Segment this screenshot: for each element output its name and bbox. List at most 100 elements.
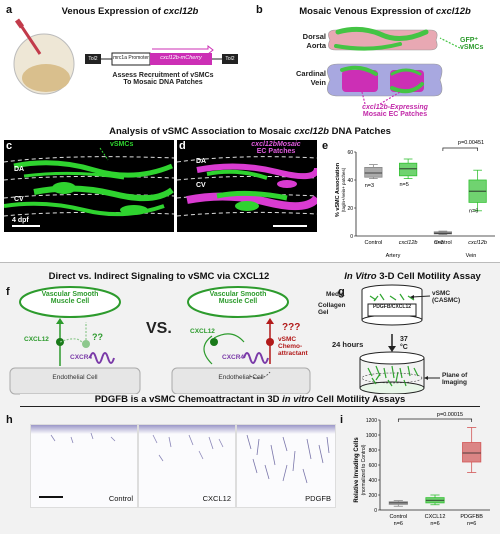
panel-label-a: a — [6, 4, 13, 16]
e-y-tick-label: 60 — [347, 150, 353, 156]
e-n-label-3: n=6 — [469, 208, 478, 214]
i-box-2 — [462, 442, 482, 463]
f-cxcr4-left: CXCR4 — [70, 354, 93, 361]
g-vsmc-label: vSMC(CASMC) — [432, 290, 461, 304]
f-question: ??? — [282, 322, 301, 333]
f-endothelial-left: Endothelial Cell — [52, 374, 98, 381]
i-y-tick-label: 600 — [369, 463, 378, 469]
e-box-0 — [364, 167, 383, 178]
panel-label-b: b — [256, 4, 263, 16]
i-group-label-0: Control — [389, 514, 407, 520]
panel-label-e: e — [322, 140, 329, 152]
f-vs-text: VS. — [146, 320, 172, 337]
i-y-tick-label: 200 — [369, 493, 378, 499]
panel-b-title: Mosaic Venous Expression of cxcl12b — [299, 6, 471, 17]
panel-label-c: c — [6, 140, 13, 152]
e-n-label-0: n=3 — [365, 183, 374, 189]
i-y-tick-label: 400 — [369, 478, 378, 484]
e-group-label-2: Control — [434, 240, 452, 246]
panel-label-i: i — [340, 414, 344, 426]
c-da-label: DA — [14, 166, 25, 173]
e-group-label-1: cxcl12b — [399, 240, 418, 246]
f-unknown-left: ?? — [92, 332, 103, 342]
e-ylabel: % vSMC Association — [335, 162, 341, 217]
h-image-control: Control — [30, 424, 138, 508]
h-label-control: Control — [108, 494, 133, 503]
e-y-tick-label: 0 — [350, 234, 353, 240]
e-n-label-1: n=5 — [399, 182, 408, 188]
panel-label-g: g — [338, 286, 345, 298]
h-image-cxcl12: CXCL12 — [138, 424, 236, 508]
i-y-tick-label: 1000 — [366, 433, 377, 439]
f-cxcl12-left: CXCL12 — [24, 336, 49, 343]
i-y-tick-label: 1200 — [366, 418, 377, 424]
d-da-label: DA — [196, 158, 207, 165]
i-pvalue: p=0.00015 — [437, 412, 463, 418]
i-ylabel2: (normalized to Control) — [361, 444, 367, 495]
h-label-cxcl12: CXCL12 — [202, 494, 231, 503]
h-image-pdgfb: PDGFB — [236, 424, 336, 508]
construct-tol2-left: Tol2 — [88, 56, 98, 62]
i-group-label-1: CXCL12 — [425, 514, 446, 520]
h-label-pdgfb: PDGFB — [305, 494, 331, 503]
e-group-label-3: cxcl12b — [468, 240, 487, 246]
f-endothelial-right: Endothelial Cell — [218, 374, 264, 381]
construct-tol2-right: Tol2 — [225, 56, 235, 62]
f-cxcr4-right: CXCR4 — [222, 354, 245, 361]
i-group-label-2: PDGFBB — [460, 514, 483, 520]
construct-promoter: mrc1a Promoter — [113, 55, 149, 61]
e-n-label-2: n=3 — [434, 240, 443, 246]
panel-f-title: Direct vs. Indirect Signaling to vSMC vi… — [48, 271, 270, 282]
i-n-label-1: n=6 — [430, 521, 439, 527]
box-plot-e: % vSMC Association (tagln+/vein+ patches… — [335, 140, 495, 259]
f-cxcl12-right: CXCL12 — [190, 328, 215, 335]
e-group-label-0: Control — [365, 240, 383, 246]
d-cv-label: CV — [196, 182, 206, 189]
c-stage-label: 4 dpf — [12, 217, 29, 224]
panel-g-schematic — [359, 284, 440, 395]
construct-reporter: cxcl12b-mCherry — [160, 55, 202, 61]
e-pvalue: p=0.00451 — [458, 140, 484, 146]
g-well-label: PDGFB/CXCL12 — [372, 304, 412, 310]
e-ylabel2: (tagln+/vein+ patches) — [341, 167, 346, 212]
c-vsmc-label: vSMCs — [110, 141, 134, 148]
panel-g-title: In Vitro 3-D Cell Motility Assay — [344, 271, 481, 282]
e-group-vein: Vein — [466, 253, 477, 259]
i-y-tick-label: 800 — [369, 448, 378, 454]
panel-cde-title: Analysis of vSMC Association to Mosaic c… — [109, 126, 391, 137]
i-significance-bracket — [397, 418, 473, 422]
g-temp-label: 37°C — [400, 336, 408, 351]
i-ylabel: Relative Invading Cells — [354, 437, 360, 503]
panel-hi-title: PDGFB is a vSMC Chemoattractant in 3D in… — [20, 394, 480, 405]
panel-f-schematic — [9, 286, 311, 395]
hi-divider — [20, 406, 480, 407]
e-box-1 — [399, 162, 418, 177]
c-cv-label: CV — [14, 196, 24, 203]
micrograph-c — [4, 140, 174, 232]
panel-label-h: h — [6, 414, 13, 426]
label-gfp-vsmcs: GFP⁺vSMCs — [460, 37, 484, 51]
panel-b-schematic — [327, 26, 461, 105]
e-group-artery: Artery — [386, 253, 401, 259]
panel-a-schematic — [13, 18, 238, 95]
e-y-tick-label: 40 — [347, 178, 353, 184]
panel-a-title: Venous Expression of cxcl12b — [61, 6, 199, 17]
panel-label-f: f — [6, 286, 10, 298]
e-significance-bracket — [442, 147, 478, 151]
micrograph-d — [177, 140, 317, 232]
g-time-label: 24 hours — [332, 340, 364, 349]
box-plot-i: Relative Invading Cells (normalized to C… — [354, 412, 490, 527]
e-y-tick-label: 20 — [347, 206, 353, 212]
panel-label-d: d — [179, 140, 186, 152]
i-n-label-0: n=6 — [394, 521, 403, 527]
i-y-tick-label: 0 — [374, 508, 377, 514]
